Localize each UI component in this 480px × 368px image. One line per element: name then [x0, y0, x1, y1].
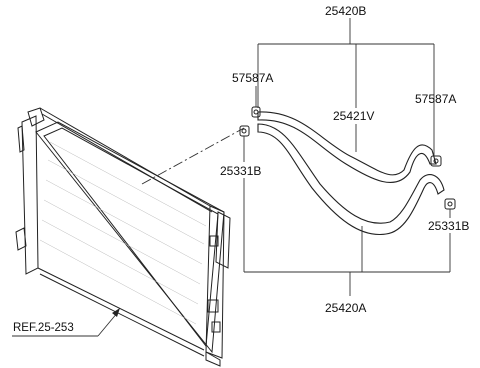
- label-25420b: 25420B: [325, 4, 366, 18]
- fitting-leader-dashed: [141, 127, 245, 185]
- clamp-25331b-right: [444, 198, 456, 210]
- radiator: [15, 107, 231, 367]
- clamp-25331b-left: [239, 125, 250, 137]
- label-reference: REF.25-253: [13, 322, 74, 334]
- upper-hose: [257, 111, 437, 183]
- clamp-57587a-right: [430, 155, 442, 167]
- label-25331b-right: 25331B: [428, 219, 469, 233]
- label-57587a-right: 57587A: [415, 92, 456, 106]
- lower-hose: [257, 123, 445, 236]
- label-25331b-left: 25331B: [220, 164, 261, 178]
- label-25421v: 25421V: [333, 109, 374, 123]
- label-57587a-left: 57587A: [232, 71, 273, 85]
- reference-pointer: [12, 308, 120, 337]
- leader-lines: [243, 18, 451, 296]
- label-25420a: 25420A: [325, 301, 366, 315]
